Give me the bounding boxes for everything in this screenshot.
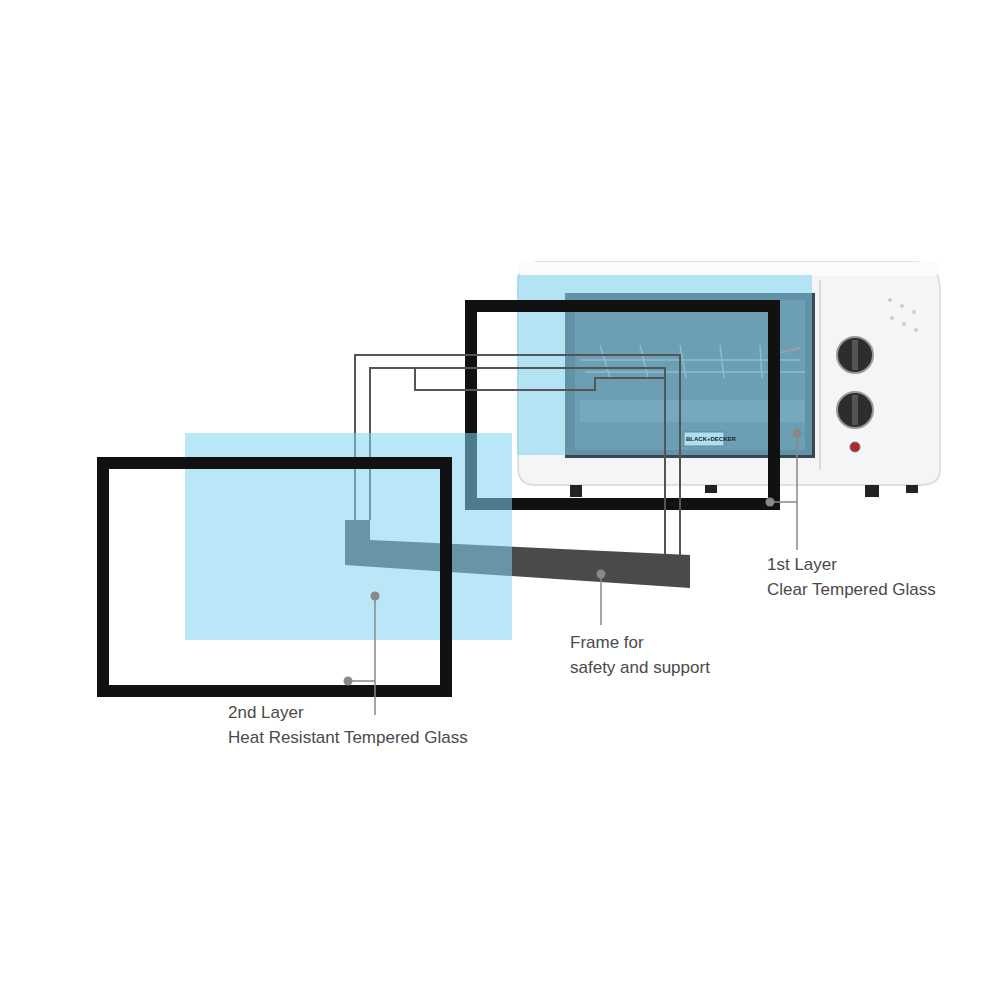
power-light [850,442,860,452]
oven-foot [865,485,879,497]
vent-hole [902,322,906,326]
vent-hole [900,304,904,308]
door-frame-2 [103,463,446,691]
callout-title: Frame for [570,633,644,653]
leader-dot [371,592,380,601]
callout-title: 2nd Layer [228,703,304,723]
leader-dot [344,677,353,686]
vent-hole [890,316,894,320]
leader-line [600,574,602,625]
callout-text: safety and support [570,658,710,678]
oven-foot [906,485,918,493]
brand-logo: BLACK+DECKER [686,435,736,443]
oven-foot [570,485,582,497]
leader-lines [348,433,797,715]
leader-dot [597,570,606,579]
panel-edge [819,280,821,470]
timer-dial [837,392,873,428]
vent-hole [888,298,892,302]
callout-text: Clear Tempered Glass [767,580,936,600]
oven-body [518,262,940,485]
dial-grip [852,340,858,370]
leader-dot [793,429,802,438]
temperature-dial [837,337,873,373]
vent-holes [888,298,918,332]
leader-line [374,596,376,715]
oven-foot [705,485,717,493]
frame-wire [415,368,665,390]
leader-dots [344,429,802,686]
door-frame-1 [471,306,774,504]
callout-text: Heat Resistant Tempered Glass [228,728,468,748]
vent-hole [912,310,916,314]
oven-top [518,262,940,276]
callout-title: 1st Layer [767,555,837,575]
leader-dot [766,498,775,507]
dial-grip [852,395,858,425]
vent-hole [914,328,918,332]
leader-line [796,433,798,550]
